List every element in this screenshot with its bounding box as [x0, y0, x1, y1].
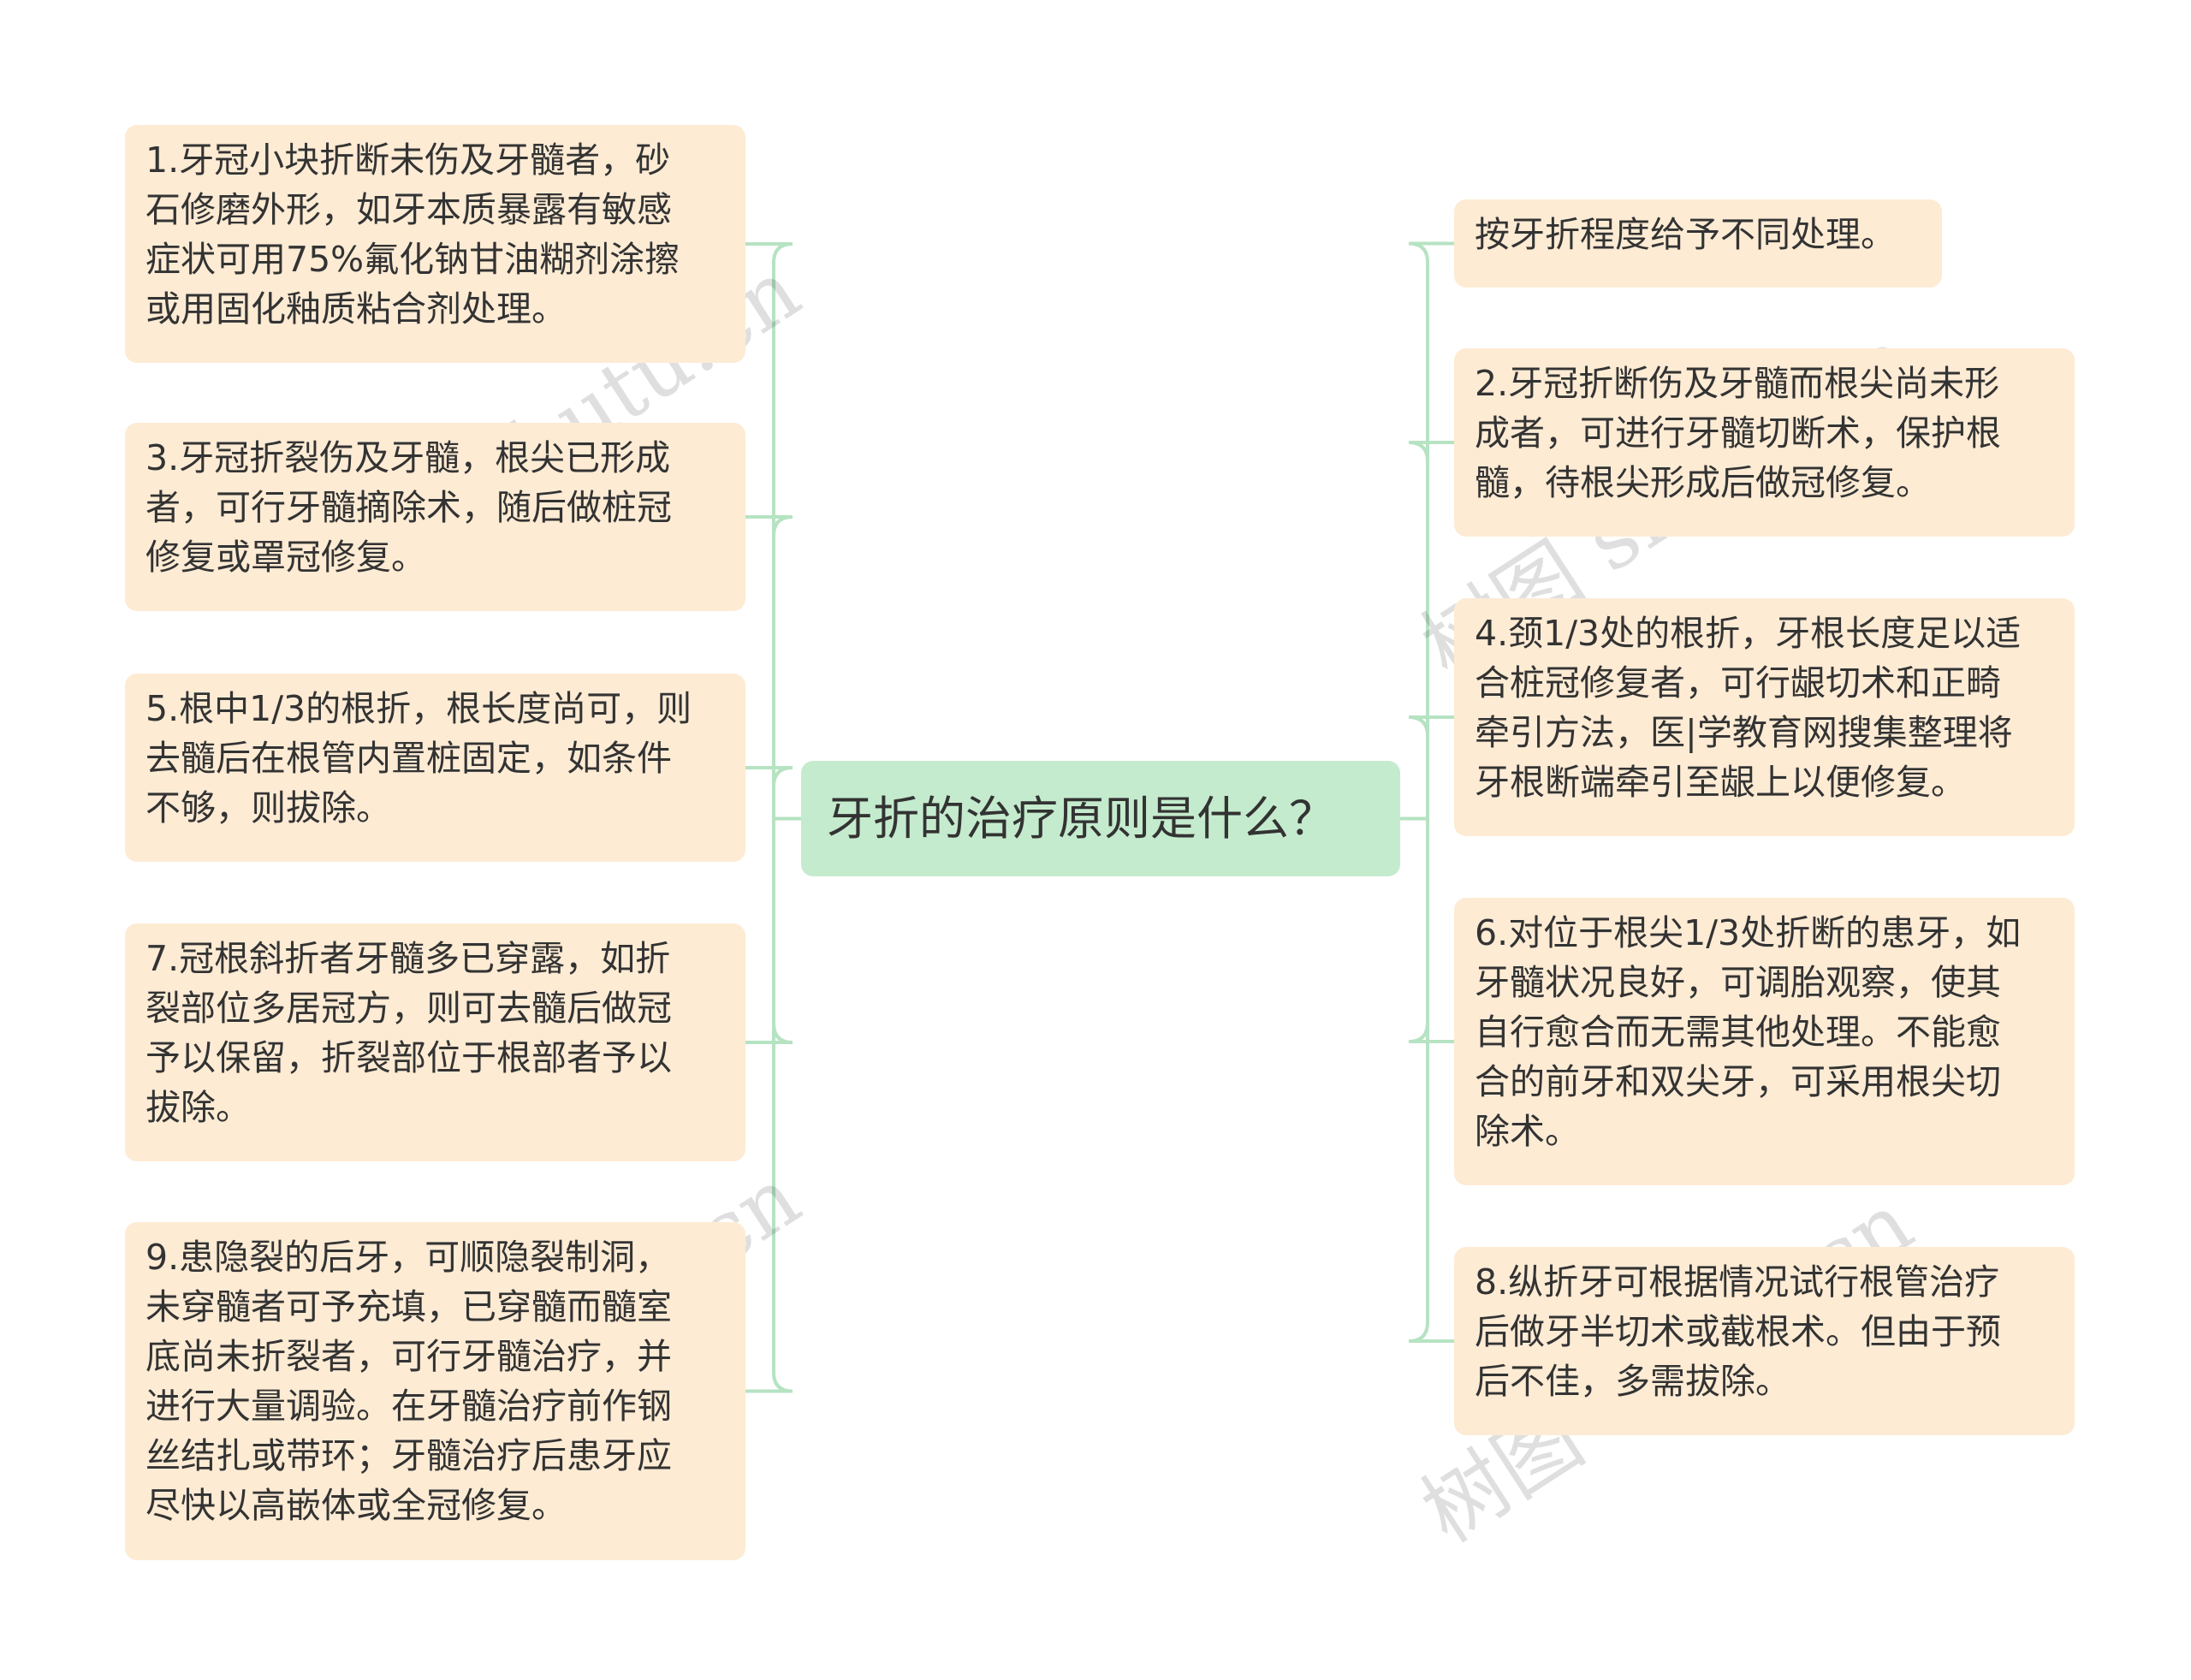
left-branch-node-1[interactable]: 1.牙冠小块折断未伤及牙髓者，砂 石修磨外形，如牙本质暴露有敏感 症状可用75%…	[125, 125, 745, 363]
right-branch-node-4[interactable]: 4.颈1/3处的根折，牙根长度足以适 合桩冠修复者，可行龈切术和正畸 牵引方法，…	[1454, 598, 2075, 836]
branch-connector	[1408, 818, 1454, 1343]
right-branch-node-6[interactable]: 6.对位于根尖1/3处折断的患牙，如 牙髓状况良好，可调胎观察，使其 自行愈合而…	[1454, 898, 2075, 1185]
branch-connector	[745, 818, 793, 1393]
branch-connector	[1408, 241, 1454, 819]
central-topic[interactable]: 牙折的治疗原则是什么？	[801, 761, 1400, 876]
left-branch-node-5[interactable]: 5.根中1/3的根折，根长度尚可，则 去髓后在根管内置桩固定，如条件 不够，则拔…	[125, 674, 745, 862]
left-branch-node-7[interactable]: 7.冠根斜折者牙髓多已穿露，如折 裂部位多居冠方，则可去髓后做冠 予以保留，折裂…	[125, 923, 745, 1161]
right-branch-node-intro[interactable]: 按牙折程度给予不同处理。	[1454, 199, 1942, 288]
branch-connector	[745, 515, 793, 819]
right-branch-node-2[interactable]: 2.牙冠折断伤及牙髓而根尖尚未形 成者，可进行牙髓切断术，保护根 髓，待根尖形成…	[1454, 348, 2075, 537]
branch-connector	[745, 766, 793, 819]
branch-connector	[1408, 818, 1454, 1043]
left-branch-node-3[interactable]: 3.牙冠折裂伤及牙髓，根尖已形成 者，可行牙髓摘除术，随后做桩冠 修复或罩冠修复…	[125, 423, 745, 611]
branch-connector	[745, 818, 793, 1044]
branch-connector	[745, 242, 793, 819]
left-branch-node-9[interactable]: 9.患隐裂的后牙，可顺隐裂制洞， 未穿髓者可予充填，已穿髓而髓室 底尚未折裂者，…	[125, 1222, 745, 1560]
right-branch-node-8[interactable]: 8.纵折牙可根据情况试行根管治疗 后做牙半切术或截根术。但由于预 后不佳，多需拔…	[1454, 1247, 2075, 1435]
branch-connector	[1408, 441, 1454, 819]
branch-connector	[1408, 715, 1454, 819]
